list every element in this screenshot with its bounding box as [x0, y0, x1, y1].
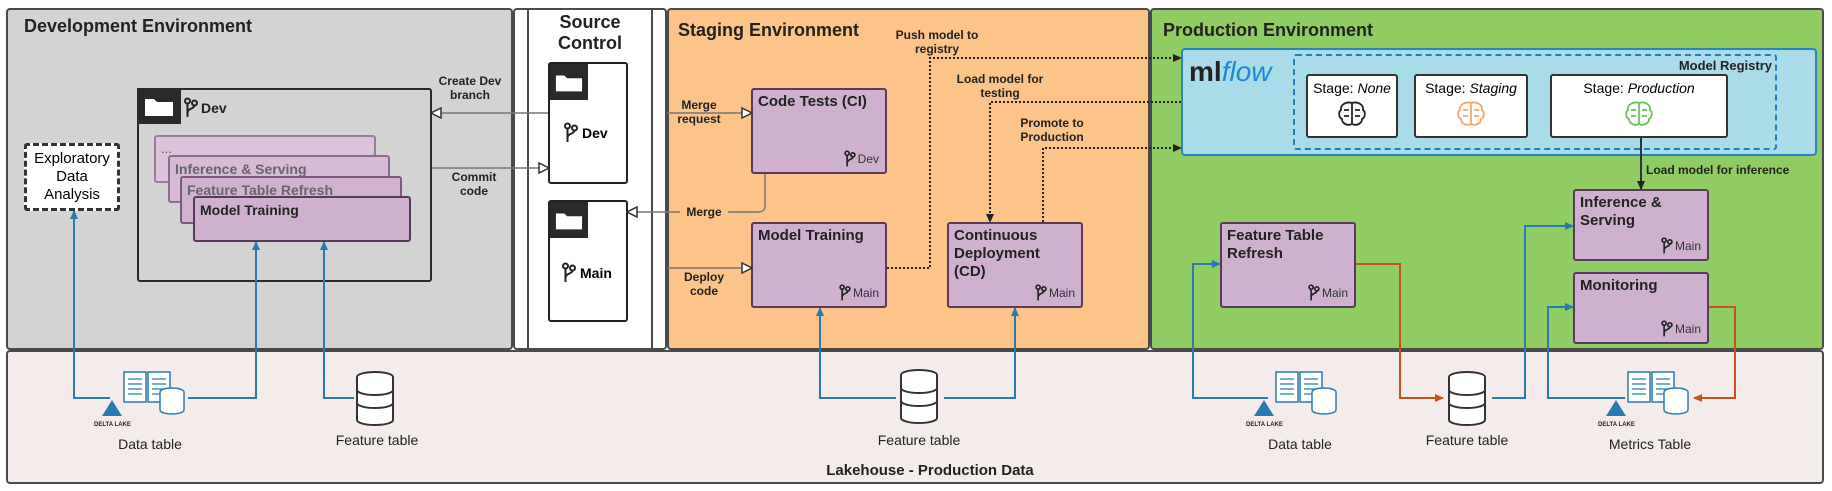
source-control-inner-line-left: [527, 10, 529, 348]
production-zone-title: Production Environment: [1163, 20, 1374, 40]
arrow-feature-to-cd: [944, 307, 1019, 399]
inference-box: Inference & Serving Main: [1573, 189, 1709, 261]
stage-none-box: Stage: None: [1306, 74, 1398, 138]
git-branch-icon: [1661, 320, 1673, 337]
git-branch-icon: [1035, 284, 1047, 301]
arrow-data-to-eda: [70, 210, 110, 399]
model-registry-label: Model Registry: [1678, 58, 1772, 73]
arrow-data-to-dev: [188, 241, 260, 399]
git-branch-icon: [1661, 237, 1673, 254]
source-dev-box: Dev: [548, 62, 628, 184]
arrow-data-to-refresh: [1192, 260, 1268, 399]
dev-feature-table-caption: Feature table: [335, 432, 419, 448]
feature-refresh-box: Feature Table Refresh Main: [1220, 222, 1356, 308]
label-push-model: Push model to registry: [895, 28, 979, 56]
folder-icon: [555, 75, 583, 92]
label-load-inference: Load model for inference: [1646, 163, 1790, 177]
metrics-table-caption: Metrics Table: [1608, 436, 1692, 452]
label-create-dev: Create Dev branch: [438, 74, 502, 102]
label-merge-request: Merge request: [677, 98, 721, 126]
git-branch-icon: [184, 97, 198, 117]
prod-feature-table-icon: [1446, 370, 1488, 433]
arrow-push-model: [887, 54, 1182, 269]
delta-table-icon: [1254, 371, 1337, 416]
label-merge: Merge: [680, 205, 728, 219]
source-main-label: Main: [580, 265, 612, 281]
dev-feature-table-icon: [354, 370, 396, 433]
model-registry-frame: [1293, 54, 1777, 150]
brain-icon: [1625, 101, 1653, 126]
arrow-promote: [1042, 144, 1182, 222]
database-icon: [1448, 371, 1486, 426]
arrow-metrics-to-monitoring: [1547, 303, 1625, 399]
prod-data-table-icon: DELTA LAKE: [1246, 370, 1344, 432]
label-promote: Promote to Production: [1020, 116, 1084, 144]
arrow-feature-to-inference: [1492, 222, 1574, 399]
dev-folder-tab: [137, 88, 181, 124]
monitoring-box: Monitoring Main: [1573, 272, 1709, 344]
cd-branch: Main: [1048, 286, 1075, 300]
eda-label: Exploratory Data Analysis: [34, 150, 110, 203]
staging-feature-table-caption: Feature table: [877, 432, 961, 448]
dev-folder-frame: [137, 88, 432, 282]
git-branch-icon: [839, 284, 851, 301]
git-branch-icon: [562, 262, 576, 282]
code-tests-branch: Dev: [857, 152, 879, 166]
mlflow-logo: mlflow: [1189, 56, 1272, 87]
delta-table-icon: [1606, 371, 1689, 416]
source-control-title: Source Control: [558, 12, 622, 53]
brain-icon: [1338, 101, 1366, 126]
dev-zone-title: Development Environment: [24, 16, 253, 36]
stage-staging-box: Stage: Staging: [1414, 74, 1528, 138]
prod-data-table-caption: Data table: [1268, 436, 1332, 452]
monitoring-branch: Main: [1674, 322, 1701, 336]
arrow-monitoring-to-metrics: [1693, 306, 1736, 402]
source-control-inner-line-right: [651, 10, 653, 348]
staging-zone-title: Staging Environment: [678, 20, 860, 40]
label-deploy: Deploy code: [683, 270, 724, 298]
inference-branch: Main: [1674, 239, 1701, 253]
cd-box: Continuous Deployment (CD) Main: [947, 222, 1083, 308]
git-branch-icon: [564, 122, 578, 142]
database-icon: [900, 369, 938, 424]
eda-box: Exploratory Data Analysis: [24, 143, 120, 211]
dev-card-model-training: Model Training: [193, 196, 411, 242]
code-tests-box: Code Tests (CI) Dev: [751, 88, 887, 174]
source-main-box: Main: [548, 200, 628, 322]
database-icon: [356, 371, 394, 426]
arrow-merge: [628, 174, 766, 212]
git-branch-icon: [843, 150, 856, 167]
label-load-testing: Load model for testing: [956, 72, 1044, 100]
label-commit: Commit code: [451, 170, 497, 198]
dev-folder-branch-label: Dev: [201, 100, 227, 116]
source-dev-label: Dev: [582, 125, 608, 141]
arrow-refresh-to-feature: [1356, 263, 1444, 402]
feature-refresh-branch: Main: [1321, 286, 1348, 300]
dev-data-table-caption: Data table: [118, 436, 182, 452]
stage-production-box: Stage: Production: [1550, 74, 1728, 138]
staging-model-training-branch: Main: [852, 286, 879, 300]
staging-feature-table-icon: [898, 368, 940, 431]
delta-table-icon: [102, 371, 185, 416]
prod-feature-table-caption: Feature table: [1425, 432, 1509, 448]
dev-folder-branch: Dev: [184, 97, 227, 119]
metrics-table-icon: DELTA LAKE: [1598, 370, 1696, 432]
lakehouse-title: Lakehouse - Production Data: [826, 462, 1034, 479]
dev-data-table-icon: DELTA LAKE: [94, 370, 192, 432]
folder-icon: [555, 213, 583, 230]
folder-icon: [145, 99, 173, 116]
arrow-feature-to-training: [816, 307, 896, 399]
arrow-feature-to-dev: [320, 241, 354, 399]
git-branch-icon: [1308, 284, 1320, 301]
brain-icon: [1457, 101, 1485, 126]
